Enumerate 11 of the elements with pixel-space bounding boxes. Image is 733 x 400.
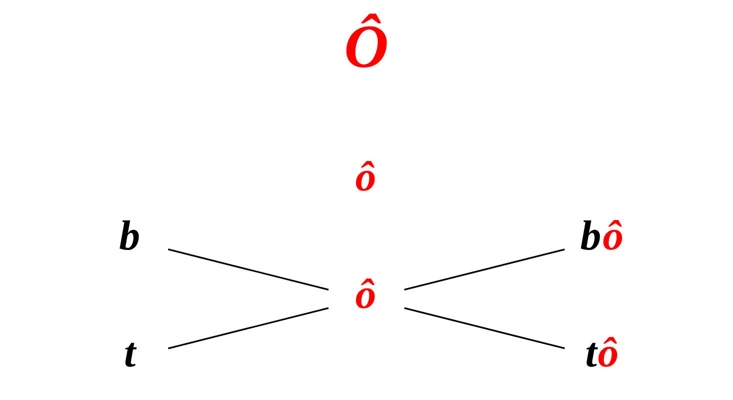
label: Ô	[344, 13, 389, 82]
node-text: t	[124, 330, 136, 377]
node-text: b	[119, 213, 140, 260]
label: ô	[355, 154, 376, 201]
node-text: bô	[580, 213, 624, 260]
connector	[404, 307, 565, 350]
connector	[168, 248, 329, 290]
node-text: tô	[585, 330, 619, 377]
connector	[168, 307, 329, 350]
connector	[404, 248, 565, 291]
node-text: ô	[355, 272, 376, 318]
